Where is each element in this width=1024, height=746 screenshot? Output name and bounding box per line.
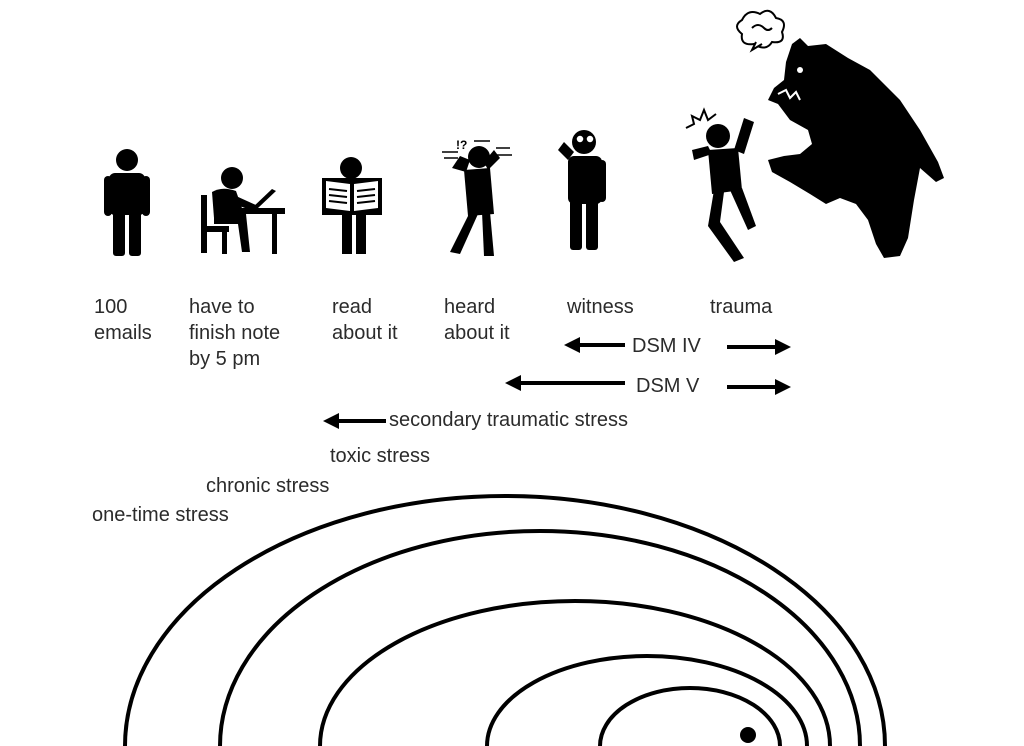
dsm-v-left-arrow bbox=[505, 375, 625, 391]
stress-arcs bbox=[123, 494, 887, 746]
label-100-emails: 100 emails bbox=[94, 294, 152, 346]
label-line: emails bbox=[94, 322, 152, 344]
label-line: by 5 pm bbox=[189, 348, 261, 370]
label-finish-note: have to finish note by 5 pm bbox=[189, 294, 280, 372]
label-dsm-v: DSM V bbox=[636, 375, 700, 397]
person-witnessing-icon bbox=[558, 130, 606, 250]
label-one-time-stress: one-time stress bbox=[92, 504, 229, 526]
arc-one-time-stress bbox=[123, 494, 887, 746]
range-arrows bbox=[323, 337, 791, 429]
person-at-desk-laptop-icon bbox=[201, 167, 285, 254]
label-line: read bbox=[332, 296, 373, 318]
center-dot bbox=[740, 727, 756, 743]
dsm-iv-left-arrow bbox=[564, 337, 625, 353]
label-trauma: trauma bbox=[710, 294, 772, 320]
label-line: about it bbox=[332, 322, 398, 344]
label-line: about it bbox=[444, 322, 510, 344]
label-dsm-iv: DSM IV bbox=[632, 335, 701, 357]
impact-burst-icon bbox=[685, 107, 717, 129]
svg-text:!?: !? bbox=[456, 138, 467, 152]
label-witness: witness bbox=[567, 294, 634, 320]
bear-silhouette bbox=[768, 38, 944, 258]
arc-chronic-stress bbox=[218, 529, 862, 746]
person-distressed-listening-icon: !? bbox=[442, 138, 512, 256]
person-reading-newspaper-icon bbox=[322, 157, 382, 254]
label-toxic-stress: toxic stress bbox=[330, 445, 431, 467]
dsm-iv-right-arrow bbox=[727, 339, 791, 355]
label-line: witness bbox=[567, 296, 634, 318]
standing-person-icon bbox=[104, 149, 150, 256]
label-line: finish note bbox=[189, 322, 281, 344]
label-secondary-traumatic-stress: secondary traumatic stress bbox=[389, 409, 628, 431]
label-line: heard bbox=[444, 296, 496, 318]
anger-cloud-icon bbox=[736, 9, 785, 53]
label-line: trauma bbox=[710, 296, 773, 318]
dsm-v-right-arrow bbox=[727, 379, 791, 395]
arc-toxic-stress bbox=[318, 599, 832, 746]
person-attacked-by-bear-icon bbox=[685, 9, 944, 262]
label-line: 100 bbox=[94, 296, 128, 318]
label-line: have to bbox=[189, 296, 255, 318]
arc-trauma bbox=[598, 686, 782, 746]
label-read-about-it: read about it bbox=[332, 294, 398, 346]
victim-figure bbox=[692, 118, 756, 262]
arc-secondary-traumatic-stress bbox=[485, 654, 809, 746]
secondary-traumatic-stress-arrow bbox=[323, 413, 386, 429]
label-heard-about-it: heard about it bbox=[444, 294, 510, 346]
label-chronic-stress: chronic stress bbox=[206, 475, 330, 497]
